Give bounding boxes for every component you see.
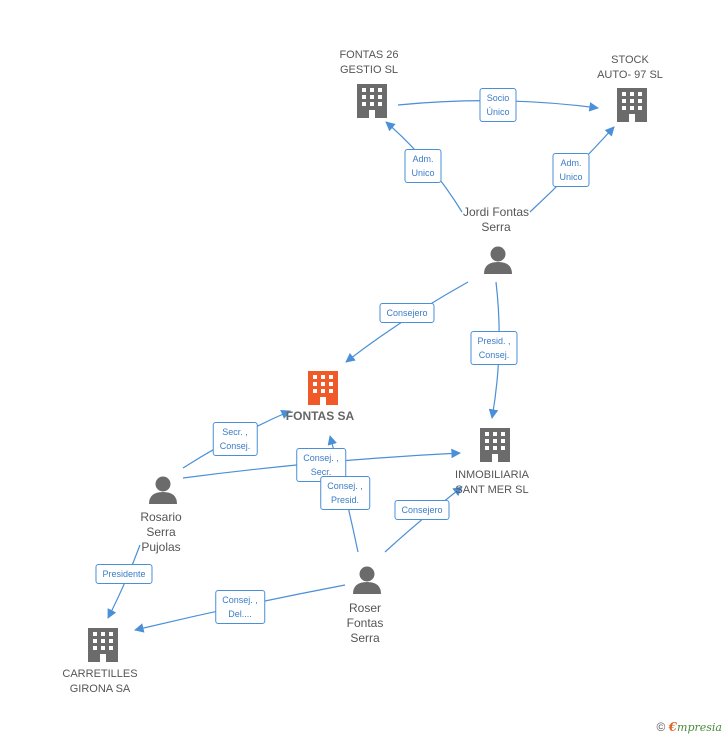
person-icon — [149, 476, 177, 504]
edge-label-consej-presid: Consej. , Presid. — [320, 476, 370, 510]
node-label-carretilles[interactable]: CARRETILLES GIRONA SA — [62, 668, 138, 695]
node-label-fontassa[interactable]: FONTAS SA — [285, 409, 355, 423]
copyright-symbol: © — [656, 720, 666, 734]
edge-label-adm-unico: Adm. Unico — [552, 153, 590, 187]
building-icon — [88, 628, 118, 662]
node-label-roser[interactable]: Roser Fontas Serra — [346, 601, 384, 645]
building-icon-main — [308, 371, 338, 405]
edge-label-adm-unico: Adm. Unico — [404, 149, 442, 183]
edge-label-presid-consej: Presid. , Consej. — [470, 331, 518, 365]
node-label-fontas26[interactable]: FONTAS 26 GESTIO SL — [339, 49, 399, 76]
footer-brand: © €mpresia — [656, 720, 722, 734]
edge-label-secr-consej: Secr. , Consej. — [212, 422, 258, 456]
edge-label-presidente: Presidente — [95, 564, 153, 584]
empresia-logo-text: mpresia — [677, 721, 722, 734]
person-icon — [353, 566, 381, 594]
edge-label-consejero: Consejero — [394, 500, 450, 520]
building-icon — [357, 84, 387, 118]
node-label-jordi[interactable]: Jordi Fontas Serra — [462, 205, 530, 234]
building-icon — [480, 428, 510, 462]
node-label-inmobiliaria[interactable]: INMOBILIARIA SANT MER SL — [455, 469, 529, 496]
empresia-logo-e: € — [668, 720, 678, 734]
edge-label-consej-del: Consej. , Del.... — [215, 590, 265, 624]
node-label-rosario[interactable]: Rosario Serra Pujolas — [140, 510, 182, 554]
edge-label-socio-unico: Socio Único — [479, 88, 517, 122]
node-label-stock[interactable]: STOCK AUTO- 97 SL — [597, 54, 663, 81]
person-icon — [484, 246, 512, 274]
edge-label-consejero: Consejero — [379, 303, 435, 323]
building-icon — [617, 88, 647, 122]
